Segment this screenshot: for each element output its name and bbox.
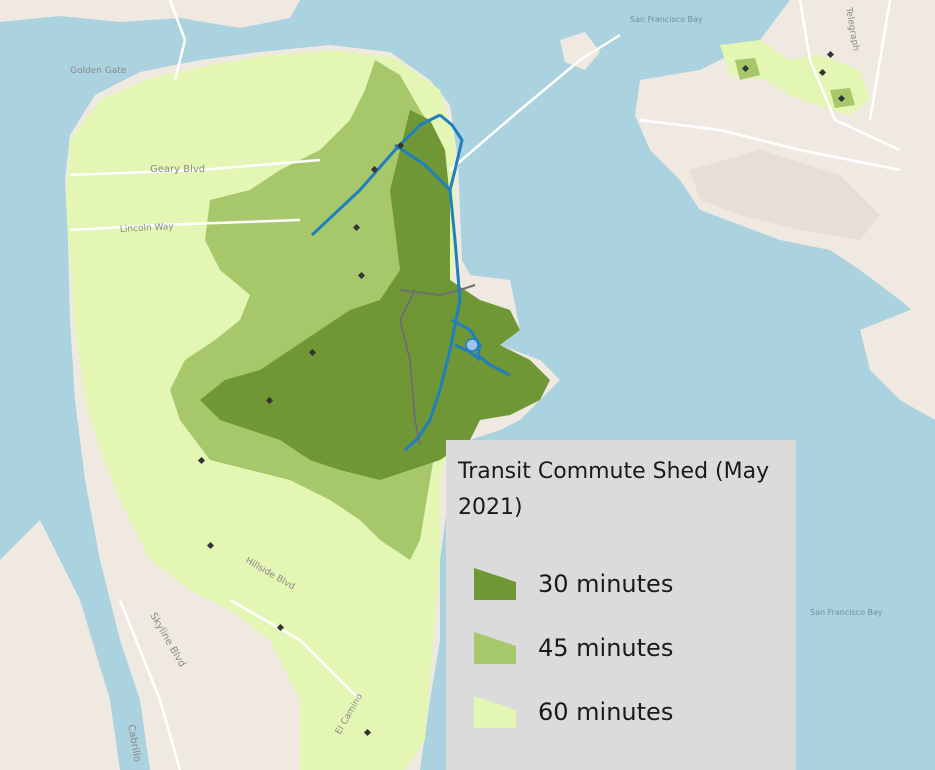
bay-bridge xyxy=(449,33,621,171)
legend-swatch-60 xyxy=(474,696,516,728)
transit-stop-icon[interactable] xyxy=(197,50,846,737)
legend-item-60: 60 minutes xyxy=(474,692,673,732)
legend-title: Transit Commute Shed (May 2021) xyxy=(458,459,770,520)
legend-label-30: 30 minutes xyxy=(538,570,674,598)
legend-label-60: 60 minutes xyxy=(538,698,674,726)
freeway-280 xyxy=(399,284,476,297)
legend-swatch-45 xyxy=(474,632,516,664)
land-alameda xyxy=(690,150,880,240)
land-marin xyxy=(0,0,300,28)
transit-hub-icon xyxy=(465,338,479,352)
legend-item-30: 30 minutes xyxy=(474,564,673,604)
land-east-bay-south xyxy=(860,300,935,420)
label-lincoln: Lincoln Way xyxy=(120,222,175,235)
legend-label-45: 45 minutes xyxy=(538,634,674,662)
land-peninsula-west xyxy=(0,520,120,770)
legend-item-45: 45 minutes xyxy=(474,628,673,668)
legend-swatch-30 xyxy=(474,568,516,600)
label-golden-gate: Golden Gate xyxy=(70,66,127,76)
shed-30-minutes xyxy=(200,110,550,480)
map-legend: Transit Commute Shed (May 2021) 30 minut… xyxy=(446,440,796,770)
land-treasure-island xyxy=(560,32,600,70)
label-sf-bay-right: San Francisco Bay xyxy=(810,608,883,617)
transit-route-line xyxy=(310,113,511,452)
label-geary: Geary Blvd xyxy=(150,164,205,175)
roads xyxy=(69,0,901,770)
label-sf-bay-top: San Francisco Bay xyxy=(630,15,703,24)
freeway-101 xyxy=(398,289,421,446)
